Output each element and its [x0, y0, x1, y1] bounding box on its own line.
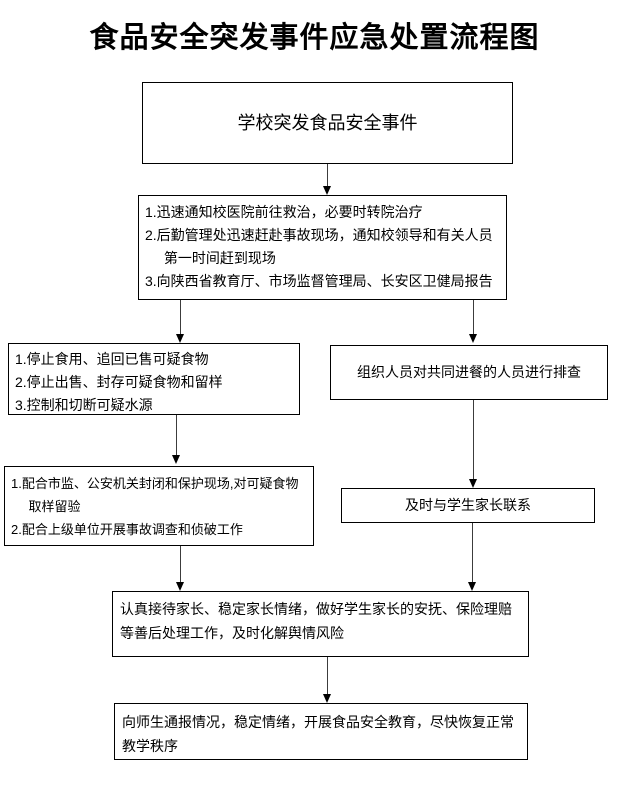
node-aftercare: 认真接待家长、稳定家长情绪，做好学生家长的安抚、保险理赔等善后处理工作，及时化解…	[112, 591, 529, 657]
arrow-shaft	[473, 400, 474, 480]
node-first-response: 1.迅速通知校医院前往救治，必要时转院治疗 2.后勤管理处迅速赶赴事故现场，通知…	[138, 195, 507, 300]
arrow-head-icon	[323, 186, 331, 195]
flow-arrow-down	[323, 657, 332, 703]
node-diner-screening-label: 组织人员对共同进餐的人员进行排查	[357, 364, 581, 380]
page-title: 食品安全突发事件应急处置流程图	[89, 22, 540, 54]
arrow-head-icon	[176, 334, 184, 343]
food-control-item: 1.停止食用、追回已售可疑食物	[15, 351, 209, 367]
arrow-shaft	[327, 657, 328, 695]
flow-arrow-down	[176, 300, 185, 343]
node-aftercare-label: 认真接待家长、稳定家长情绪，做好学生家长的安抚、保险理赔等善后处理工作，及时化解…	[120, 601, 512, 641]
flow-arrow-down	[469, 400, 478, 488]
arrow-shaft	[180, 300, 181, 335]
first-response-item: 1.迅速通知校医院前往救治，必要时转院治疗	[145, 204, 423, 220]
flow-arrow-down	[176, 546, 185, 591]
arrow-shaft	[176, 415, 177, 456]
node-site-investigation: 1.配合市监、公安机关封闭和保护现场,对可疑食物取样留验 2.配合上级单位开展事…	[4, 466, 314, 546]
food-control-item: 3.控制和切断可疑水源	[15, 397, 153, 413]
arrow-head-icon	[323, 694, 331, 703]
first-response-item: 2.后勤管理处迅速赶赴事故现场，通知校领导和有关人员第一时间赶到现场	[145, 227, 493, 266]
node-restore-order: 向师生通报情况，稳定情绪，开展食品安全教育，尽快恢复正常教学秩序	[114, 703, 528, 760]
node-contact-parents-label: 及时与学生家长联系	[405, 497, 531, 513]
node-diner-screening: 组织人员对共同进餐的人员进行排查	[330, 345, 608, 400]
site-investigation-item: 2.配合上级单位开展事故调查和侦破工作	[11, 522, 243, 537]
flow-arrow-down	[172, 415, 181, 464]
node-food-control: 1.停止食用、追回已售可疑食物 2.停止出售、封存可疑食物和留样 3.控制和切断…	[8, 343, 300, 415]
site-investigation-item: 1.配合市监、公安机关封闭和保护现场,对可疑食物取样留验	[11, 476, 299, 514]
arrow-head-icon	[469, 334, 477, 343]
arrow-head-icon	[468, 582, 476, 591]
arrow-shaft	[180, 546, 181, 583]
arrow-head-icon	[172, 455, 180, 464]
flow-arrow-down	[469, 300, 478, 343]
node-contact-parents: 及时与学生家长联系	[341, 488, 595, 523]
node-incident: 学校突发食品安全事件	[142, 82, 513, 164]
first-response-item: 3.向陕西省教育厅、市场监督管理局、长安区卫健局报告	[145, 273, 493, 289]
arrow-head-icon	[469, 479, 477, 488]
arrow-head-icon	[176, 582, 184, 591]
arrow-shaft	[327, 164, 328, 187]
arrow-shaft	[473, 300, 474, 335]
flow-arrow-down	[323, 164, 332, 195]
food-control-item: 2.停止出售、封存可疑食物和留样	[15, 374, 223, 390]
flow-arrow-down	[468, 523, 477, 591]
node-incident-label: 学校突发食品安全事件	[237, 112, 418, 133]
arrow-shaft	[472, 523, 473, 583]
node-restore-order-label: 向师生通报情况，稳定情绪，开展食品安全教育，尽快恢复正常教学秩序	[122, 714, 514, 754]
